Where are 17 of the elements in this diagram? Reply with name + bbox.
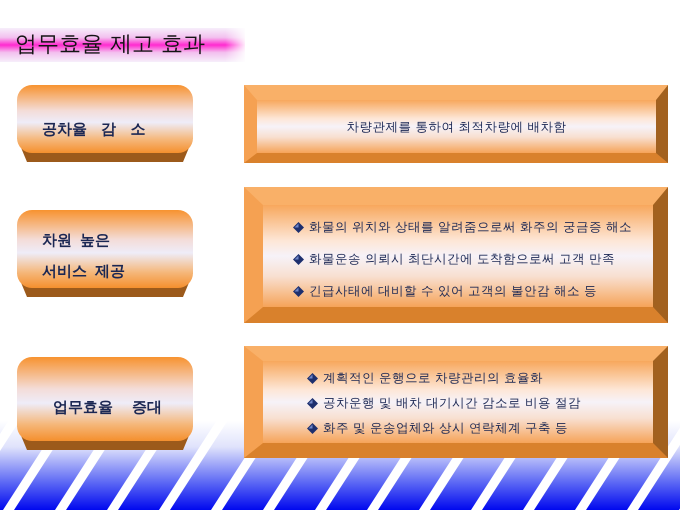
bullet-item-text: 공차운행 및 배차 대기시간 감소로 비용 절감	[323, 394, 581, 412]
bullet-item-text: 화물운송 의뢰시 최단시간에 도착함으로써 고객 만족	[309, 250, 615, 268]
bullet-item-text: 화물의 위치와 상태를 알려줌으로써 화주의 궁금증 해소	[309, 218, 632, 236]
rounded-box	[17, 210, 193, 297]
rounded-box	[17, 357, 193, 450]
category-label: 업무효율 증대	[53, 397, 162, 417]
bullet-item-text: 긴급사태에 대비할 수 있어 고객의 불안감 해소 등	[309, 282, 597, 300]
description-text: 차량관제를 통하여 최적차량에 배차함	[346, 118, 568, 136]
beveled-panel	[244, 187, 668, 323]
bullet-item-text: 계획적인 운행으로 차량관리의 효율화	[323, 369, 543, 387]
beveled-panel	[244, 346, 668, 458]
bullet-item-text: 화주 및 운송업체와 상시 연락체계 구축 등	[323, 419, 568, 437]
beveled-panel	[244, 85, 668, 163]
rounded-box	[17, 85, 193, 162]
category-label: 공차율 감 소	[42, 119, 146, 139]
category-label: 차원 높은 서비스 제공	[42, 230, 126, 282]
title-text: 업무효율 제고 효과	[15, 31, 205, 59]
